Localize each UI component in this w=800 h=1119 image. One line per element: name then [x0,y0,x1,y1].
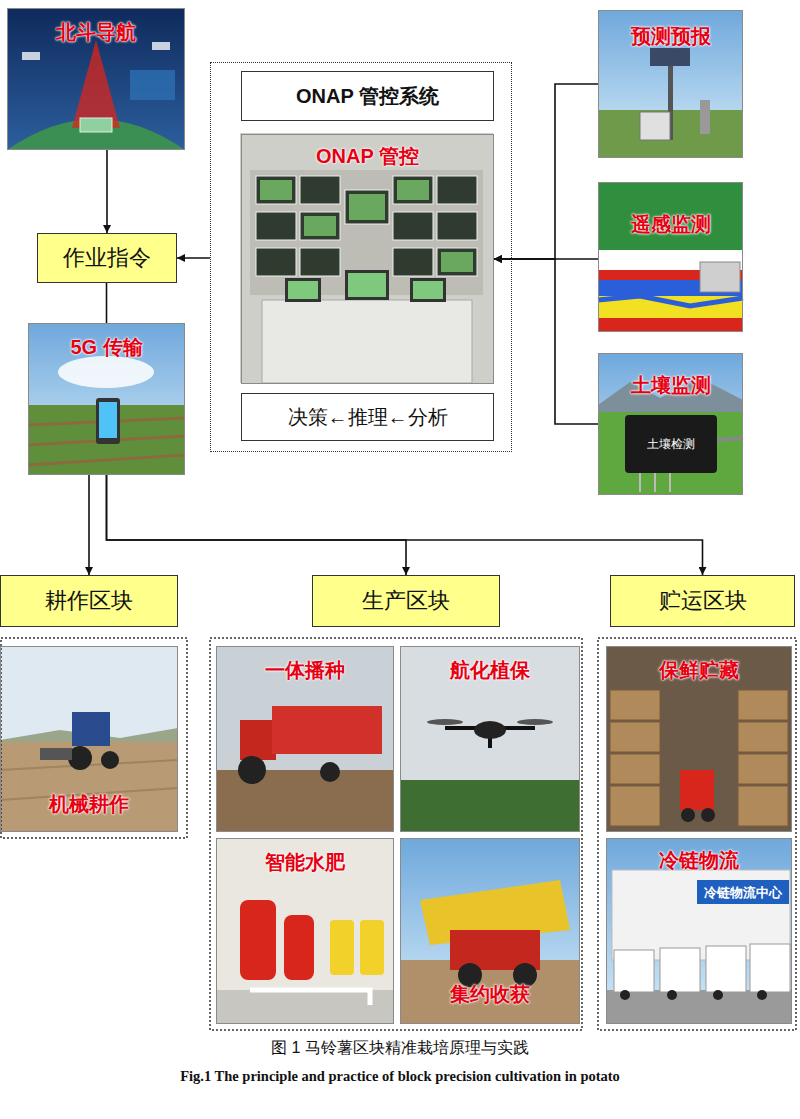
photo-panel: 航化植保 [400,646,580,832]
photo-panel: 保鲜贮藏 [606,646,792,832]
photo-panel: 智能水肥 [216,838,394,1024]
photo-caption: 智能水肥 [265,851,345,873]
box-label: 耕作区块 [45,588,133,614]
box-label: 决策←推理←分析 [288,405,448,429]
group-title: ONAP 管控系统 [241,71,494,121]
photo-panel: 5G 传输 [28,323,185,475]
photo-panel: ONAP 管控 [241,134,494,384]
block-box: 贮运区块 [610,575,795,627]
box-label: 生产区块 [362,588,450,614]
device-label: 土壤检测 [625,436,717,453]
photo-caption: 北斗导航 [56,21,136,43]
photo-panel: 遥感监测 [598,182,743,332]
block-box: 生产区块 [312,575,500,627]
connector-arrow [494,259,598,424]
photo-caption: 保鲜贮藏 [659,659,739,681]
sign-text: 冷链物流中心 [697,884,789,902]
connector-arrow [106,283,108,323]
block-box: 耕作区块 [0,575,178,627]
photo-panel: 冷链物流 [606,838,792,1024]
process-box: 决策←推理←分析 [241,393,494,441]
connector-arrow [88,475,90,575]
photo-caption: 5G 传输 [70,336,142,358]
box-label: 作业指令 [63,245,151,271]
figure-caption: 图 1 马铃薯区块精准栽培原理与实践 [0,1038,800,1059]
photo-caption: 土壤监测 [631,374,711,396]
connector-arrow [107,475,407,575]
photo-caption: 航化植保 [450,659,530,681]
photo-caption: ONAP 管控 [316,145,419,167]
photo-panel: 机械耕作 [0,646,178,832]
caption-english: Fig.1 The principle and practice of bloc… [0,1068,800,1085]
system-group: ONAP 管控系统 ONAP 管控决策←推理←分析 [210,62,512,452]
photo-panel: 集约收获 [400,838,580,1024]
connector-arrow [106,150,108,233]
process-box: 作业指令 [37,233,177,283]
connector-arrow [107,475,703,575]
photo-caption: 集约收获 [450,983,530,1005]
photo-caption: 预测预报 [631,25,711,47]
photo-panel: 土壤监测 [598,353,743,495]
connector-arrow [494,84,598,259]
photo-caption: 冷链物流 [659,849,739,871]
photo-caption: 机械耕作 [49,793,129,815]
photo-panel: 预测预报 [598,10,743,158]
photo-panel: 北斗导航 [7,8,185,150]
photo-caption: 遥感监测 [631,213,711,235]
connector-arrow [177,257,210,259]
photo-caption: 一体播种 [265,659,345,681]
box-label: 贮运区块 [659,588,747,614]
photo-panel: 一体播种 [216,646,394,832]
